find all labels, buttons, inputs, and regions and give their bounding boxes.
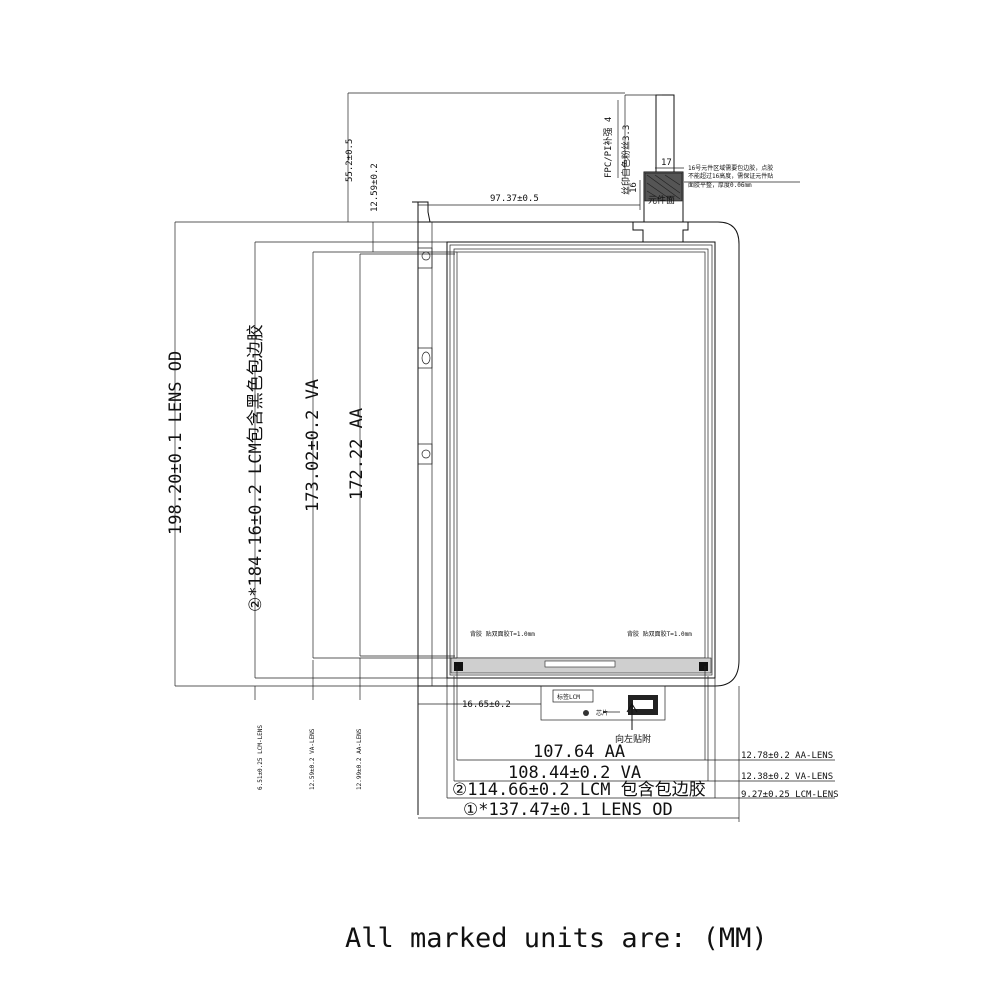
va-lens-right: 12.38±0.2 VA-LENS — [741, 772, 833, 782]
lcm-width: ②114.66±0.2 LCM 包含包边胶 — [452, 780, 706, 800]
fpc-position-dim: 97.37±0.5 — [490, 194, 539, 204]
aa-lens-right: 12.78±0.2 AA-LENS — [741, 751, 833, 761]
va-width: 108.44±0.2 VA — [508, 763, 641, 783]
stiffener-dim: 16 — [629, 182, 639, 193]
lens-outline — [412, 201, 740, 815]
fpc-length-dim: 55.2±0.5 — [345, 139, 355, 182]
bottom-board — [540, 685, 666, 730]
direction-label: 向左贴附 — [615, 733, 651, 745]
lcm-outline — [446, 241, 716, 679]
fpc-width: 17 — [661, 158, 672, 168]
lower-left-note: 背胶 贴双面胶T=1.0mm — [470, 630, 535, 638]
units-note: All marked units are: (MM) — [345, 923, 768, 954]
vertical-dimension-lines — [174, 221, 457, 687]
aa-height: 172.22 AA — [347, 408, 367, 500]
label-box: 标签LCM — [557, 693, 580, 701]
fpc-side-label: 丝印自色粉丝3.3 — [620, 125, 632, 195]
lens-od-height: 198.20±0.1 LENS OD — [166, 351, 186, 535]
fpc-label: FPC/PI补强 4 — [602, 117, 614, 178]
lcm-lens-left: 6.51±0.25 LCM-LENS — [257, 725, 264, 790]
chip-label: 芯片 — [596, 709, 608, 717]
aa-width: 107.64 AA — [533, 742, 625, 762]
aa-lens-left: 12.99±0.2 AA-LENS — [356, 728, 363, 790]
side-tabs — [418, 247, 433, 465]
component-label: 元件面 — [648, 194, 675, 206]
va-height: 173.02±0.2 VA — [303, 379, 323, 512]
fpc-note-2: 不能超过16高度，需保证元件贴 — [688, 172, 773, 180]
lens-od-width: ①*137.47±0.1 LENS OD — [463, 800, 673, 820]
lower-right-note: 背胶 贴双面胶T=1.0mm — [627, 630, 692, 638]
fpc-note-3: 面胶平整，厚度0.06mm — [688, 181, 752, 189]
fpc-tail — [625, 94, 689, 242]
va-lens-left: 12.59±0.2 VA-LENS — [309, 728, 316, 790]
lcm-lens-right: 9.27±0.25 LCM-LENS — [741, 790, 839, 800]
bottom-offset-dim: 16.65±0.2 — [462, 700, 511, 710]
lcm-height: ②*184.16±0.2 LCM包含黑色包边胶 — [246, 324, 266, 612]
horizontal-dimension-lines — [418, 666, 835, 822]
fpc-note-1: 16号元件区域需要包边胶，点胶 — [688, 164, 773, 172]
fpc-top-offset-dim: 12.59±0.2 — [370, 163, 380, 212]
